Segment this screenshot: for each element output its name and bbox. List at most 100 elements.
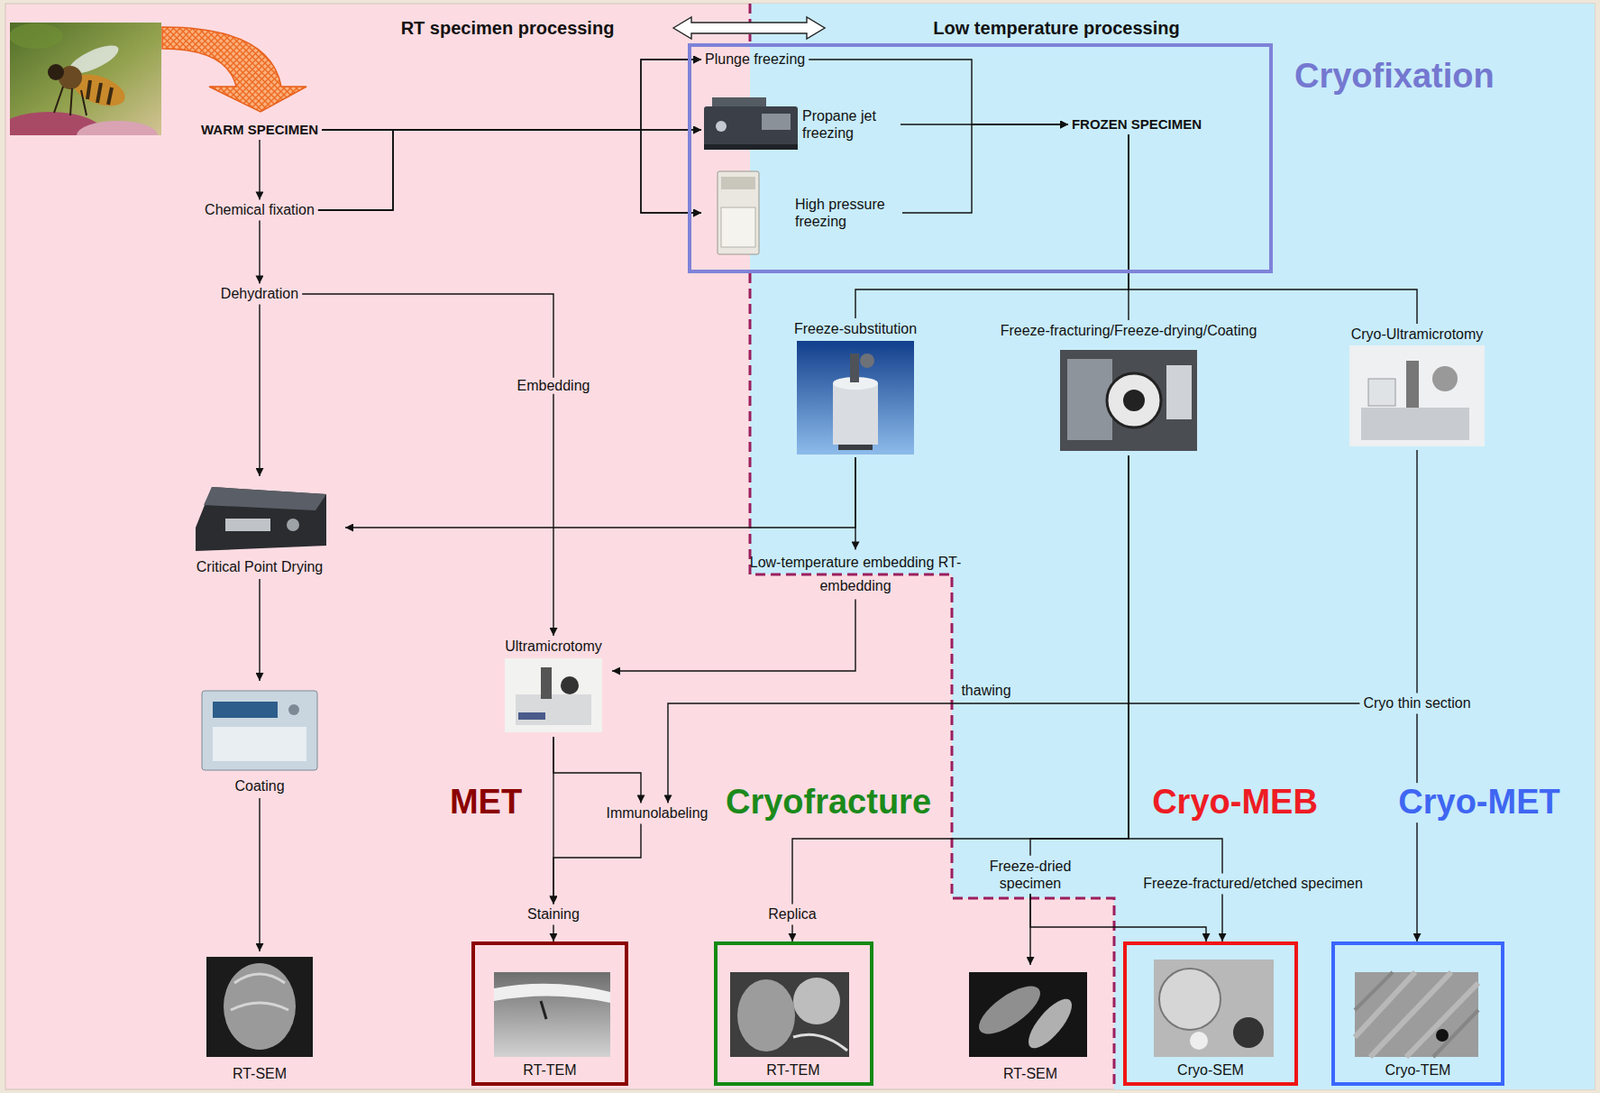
replica-micrograph [737, 978, 796, 1052]
coating-unit [212, 726, 307, 761]
cryo-ultramicrotome [1432, 365, 1458, 392]
micrograph-panel: RT-SEM [201, 950, 319, 1086]
orange-arrow [162, 27, 307, 112]
flow-connector [855, 134, 1129, 319]
cryo-ultramicrotome [1361, 407, 1470, 440]
method-step: Plunge freezing [701, 48, 809, 70]
critical-point-dryer [195, 486, 327, 551]
ultramicrotome [560, 676, 579, 695]
sem-micrograph [230, 973, 289, 1010]
cryo-tem-micrograph [1354, 971, 1479, 1057]
freeze-fracture-unit [1106, 373, 1162, 428]
process-step: Freeze-dried specimen [979, 855, 1082, 894]
tem-micrograph [493, 971, 611, 1057]
micrograph-panel: RT-SEM [967, 964, 1094, 1086]
cryo-ultramicrotome [1406, 360, 1419, 408]
node-label: Low-temperature embedding RT-embedding [749, 550, 962, 597]
page-background [749, 3, 1595, 1089]
flow-connector [318, 59, 702, 211]
critical-point-dryer [203, 486, 327, 511]
replica-micrograph [793, 1033, 848, 1051]
process-step: Cryo thin section [1359, 692, 1474, 714]
instrument-step: Freeze-substitution [787, 318, 924, 458]
node-label: Freeze-fracturing/Freeze-drying/Coating [1000, 321, 1258, 339]
propane-jet-freezer [704, 97, 798, 150]
node-label: RT-SEM [232, 1064, 287, 1082]
node-label: Freeze-dried specimen [983, 857, 1079, 892]
bee-photo [54, 86, 87, 116]
micrograph-panel: RT-TEM [471, 941, 629, 1086]
cryo-sem-micrograph [1159, 968, 1221, 1030]
instrument-step: Critical Point Drying [173, 475, 346, 579]
bee-photo [47, 64, 64, 81]
node-label: Chemical fixation [204, 201, 315, 219]
freeze-fracture-unit [1123, 389, 1145, 412]
method-step: High pressure freezing [701, 167, 903, 258]
process-step: Dehydration [217, 283, 302, 304]
freeze-substitution-unit [850, 353, 860, 383]
cryo-ultramicrotome [1368, 378, 1396, 406]
process-step: Staining [523, 903, 584, 924]
node-label: Ultramicrotomy [504, 637, 603, 655]
flow-connector [1030, 455, 1129, 856]
node-label: WARM SPECIMEN [201, 121, 319, 138]
flow-connector [553, 823, 641, 905]
sem-micrograph [223, 962, 296, 1050]
instrument-step: Cryo-Ultramicrotomy [1340, 323, 1494, 450]
flow-connector [1416, 449, 1418, 693]
technique-name: Cryo-MET [1394, 782, 1564, 823]
start-step: WARM SPECIMEN [197, 119, 322, 140]
micrograph-panel: RT-TEM [713, 941, 874, 1086]
group-heading: Cryofixation [1294, 55, 1495, 98]
process-step: Replica [764, 903, 820, 924]
technique-name: Cryo-MEB [1148, 782, 1322, 823]
flow-connector [321, 129, 702, 213]
flow-connector [854, 457, 856, 549]
ultramicrotome [515, 694, 592, 725]
propane-jet-freezer [704, 106, 798, 148]
flow-connector [791, 924, 793, 942]
flow-connector [318, 129, 702, 213]
flow-connector [902, 124, 1069, 213]
node-label: Immunolabeling [606, 804, 709, 822]
section-header: Low temperature processing [929, 18, 1183, 39]
cryo-sem-micrograph [1189, 1031, 1208, 1050]
node-label: Cryo-TEM [1385, 1060, 1452, 1079]
process-step: Low-temperature embedding RT-embedding [746, 548, 966, 599]
method-step: Propane jet freezing [701, 95, 901, 154]
freeze-fracture-unit [1067, 358, 1113, 440]
node-label: Cryo-SEM [1177, 1060, 1244, 1079]
double-arrow [673, 17, 825, 39]
coating-unit [201, 690, 318, 770]
tem-micrograph [540, 1000, 547, 1019]
cryo-tem-micrograph [1354, 971, 1479, 1057]
coating-unit [201, 690, 318, 770]
propane-jet-freezer [715, 120, 727, 132]
high-pressure-freezer [721, 207, 756, 247]
flow-connector [612, 599, 856, 671]
coating-unit [212, 701, 278, 718]
process-step: Immunolabeling [603, 802, 713, 823]
flow-connector [1128, 134, 1418, 324]
node-label: Freeze-fractured/etched specimen [1142, 874, 1363, 892]
instrument-step: Ultramicrotomy [494, 635, 613, 737]
freeze-fracture-unit [1166, 365, 1192, 420]
replica-micrograph [793, 977, 841, 1024]
micrograph-panel: Cryo-SEM [1123, 941, 1299, 1086]
flow-connector [258, 220, 260, 284]
sem-micrograph [206, 956, 313, 1057]
double-arrow [673, 17, 825, 39]
replica-micrograph [730, 971, 850, 1057]
page-background [5, 3, 1595, 1089]
micrograph-panel: Cryo-TEM [1331, 941, 1505, 1086]
flow-connector [258, 139, 260, 200]
cryo-tem-micrograph [1435, 1028, 1449, 1042]
freeze-substitution-unit [838, 444, 873, 450]
flow-connector [318, 129, 702, 211]
bee-photo [76, 120, 158, 136]
instrument-step: Coating [192, 680, 328, 798]
